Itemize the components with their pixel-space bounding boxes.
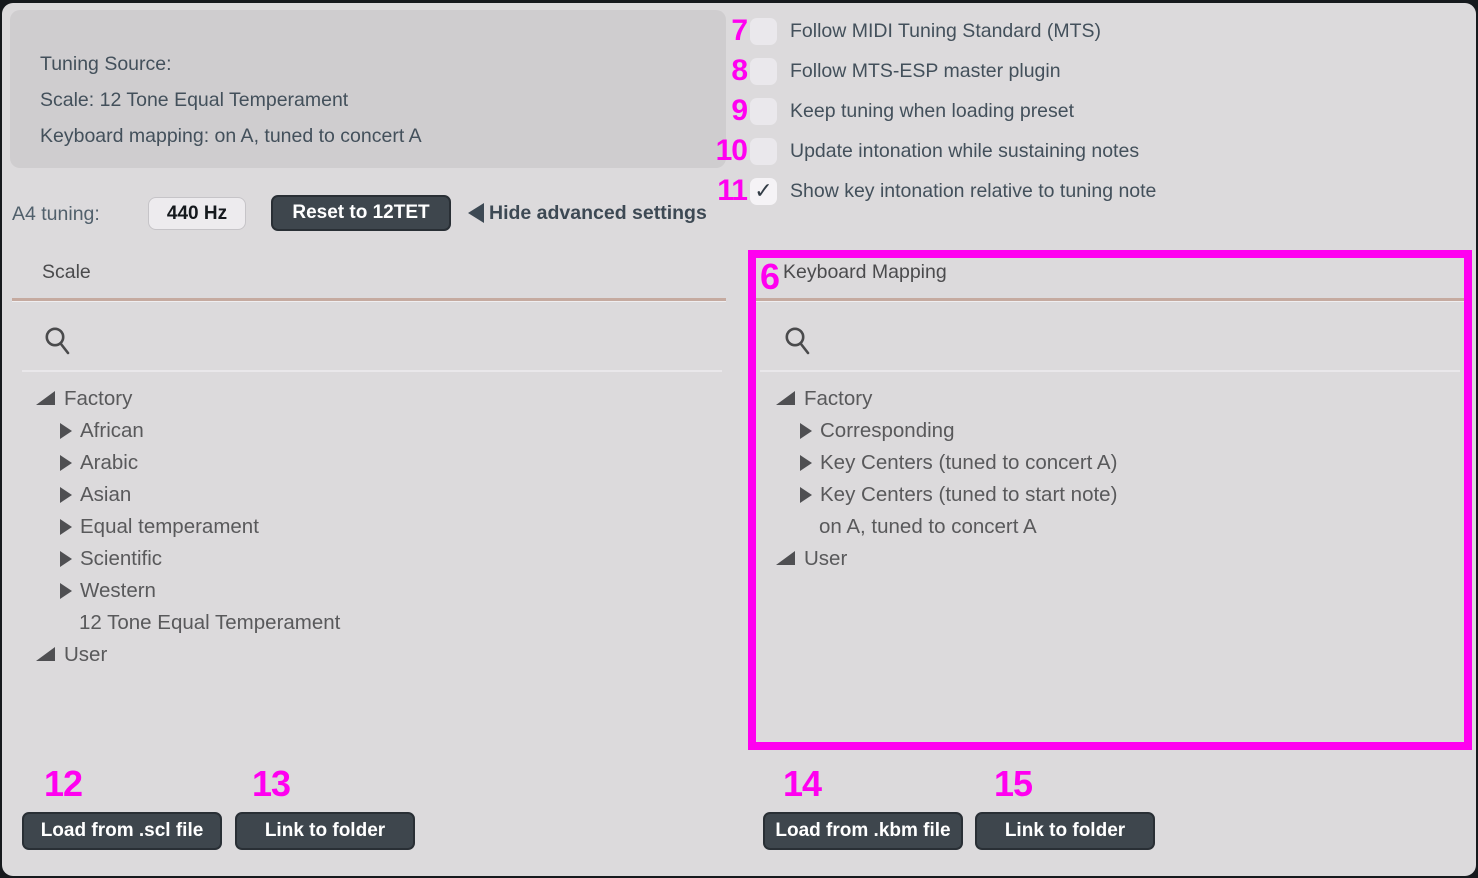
som-mark-13: 13 (252, 763, 291, 804)
checkbox-keep-tuning[interactable] (750, 97, 777, 125)
tree-item-mapping-key-centers-start-note[interactable]: Key Centers (tuned to start note) (800, 479, 1117, 511)
tree-expanded-icon (36, 391, 55, 405)
tree-item-label: User (64, 643, 108, 666)
tree-item-label: on A, tuned to concert A (819, 515, 1037, 538)
checkbox-label-keep-tuning: Keep tuning when loading preset (790, 99, 1075, 122)
tree-collapsed-icon (60, 519, 72, 535)
tree-item-label: User (804, 547, 848, 570)
tree-item-label: Scientific (80, 547, 163, 570)
tree-item-mapping-corresponding[interactable]: Corresponding (800, 415, 954, 447)
mapping-link-folder-button[interactable]: Link to folder (975, 812, 1155, 850)
tree-item-label: Arabic (80, 451, 139, 474)
scale-panel-title: Scale (42, 261, 91, 283)
checkbox-show-key-intonation[interactable]: ✓ (750, 177, 777, 205)
tree-collapsed-icon (800, 487, 812, 503)
load-scl-button[interactable]: Load from .scl file (22, 812, 222, 850)
tree-item-label: Factory (804, 387, 873, 410)
mapping-panel-title: Keyboard Mapping (783, 261, 947, 283)
tuning-source-scale: Scale: 12 Tone Equal Temperament (40, 89, 349, 111)
option-row-keep-tuning: 9 Keep tuning when loading preset (689, 93, 1074, 129)
tree-item-label: Key Centers (tuned to start note) (820, 483, 1118, 506)
search-icon[interactable] (784, 326, 814, 360)
scale-panel-divider (12, 298, 726, 302)
som-mark-10: 10 (715, 134, 748, 167)
tree-collapsed-icon (60, 551, 72, 567)
som-mark-12: 12 (44, 763, 83, 804)
checkbox-update-intonation[interactable] (750, 137, 777, 165)
option-row-mts-esp: 8 Follow MTS-ESP master plugin (689, 53, 1061, 89)
tree-collapsed-icon (800, 455, 812, 471)
tree-item-scale-african[interactable]: African (60, 415, 144, 447)
tree-item-label: Equal temperament (80, 515, 259, 538)
som-mark-15: 15 (994, 763, 1033, 804)
tree-item-scale-arabic[interactable]: Arabic (60, 447, 138, 479)
a4-tuning-input[interactable]: 440 Hz (148, 197, 246, 230)
tree-item-label: 12 Tone Equal Temperament (79, 611, 341, 634)
a4-tuning-row: A4 tuning: 440 Hz Reset to 12TET Hide ad… (12, 195, 707, 233)
scale-link-folder-button[interactable]: Link to folder (235, 812, 415, 850)
tree-collapsed-icon (60, 583, 72, 599)
scale-search-divider (22, 370, 722, 372)
checkbox-label-follow-mts-esp: Follow MTS-ESP master plugin (790, 59, 1061, 82)
tree-collapsed-icon (800, 423, 812, 439)
option-row-show-key-intonation: 11 ✓ Show key intonation relative to tun… (689, 173, 1156, 209)
tree-item-mapping-user[interactable]: User (776, 543, 847, 575)
load-kbm-button[interactable]: Load from .kbm file (763, 812, 963, 850)
tree-item-mapping-on-a-concert-a[interactable]: on A, tuned to concert A (819, 511, 1037, 543)
reset-12tet-button[interactable]: Reset to 12TET (271, 195, 451, 231)
tuning-source-mapping: Keyboard mapping: on A, tuned to concert… (40, 125, 422, 147)
som-mark-14: 14 (783, 763, 822, 804)
mapping-panel-divider (752, 298, 1464, 302)
search-icon[interactable] (44, 326, 74, 360)
tree-collapsed-icon (60, 487, 72, 503)
checkbox-follow-mts-esp[interactable] (750, 57, 777, 85)
tree-item-label: Factory (64, 387, 133, 410)
checkbox-label-show-key-intonation: Show key intonation relative to tuning n… (790, 179, 1157, 202)
check-icon: ✓ (754, 178, 773, 203)
tree-item-scale-western[interactable]: Western (60, 575, 156, 607)
tree-item-scale-12tet[interactable]: 12 Tone Equal Temperament (79, 607, 340, 639)
tree-item-label: Western (80, 579, 156, 602)
tree-expanded-icon (776, 551, 795, 565)
som-mark-8: 8 (731, 54, 748, 87)
tree-item-scale-asian[interactable]: Asian (60, 479, 131, 511)
tree-collapsed-icon (60, 455, 72, 471)
tuning-source-heading: Tuning Source: (40, 53, 172, 75)
som-mark-11: 11 (717, 174, 748, 207)
som-mark-7: 7 (731, 14, 748, 47)
tree-item-scale-scientific[interactable]: Scientific (60, 543, 162, 575)
tree-expanded-icon (776, 391, 795, 405)
option-row-update-intonation: 10 Update intonation while sustaining no… (689, 133, 1139, 169)
tree-item-label: Asian (80, 483, 132, 506)
tree-item-label: Key Centers (tuned to concert A) (820, 451, 1118, 474)
tree-item-scale-user[interactable]: User (36, 639, 107, 671)
tree-item-scale-equal-temperament[interactable]: Equal temperament (60, 511, 259, 543)
som-mark-6: 6 (760, 256, 780, 297)
hide-advanced-settings-toggle[interactable]: Hide advanced settings (468, 195, 707, 231)
tree-item-mapping-key-centers-concert-a[interactable]: Key Centers (tuned to concert A) (800, 447, 1117, 479)
tree-item-scale-factory[interactable]: Factory (36, 383, 132, 415)
som-mark-9: 9 (731, 94, 748, 127)
tree-item-label: Corresponding (820, 419, 955, 442)
tree-item-mapping-factory[interactable]: Factory (776, 383, 872, 415)
som-highlight-box-6 (748, 250, 1472, 750)
tree-expanded-icon (36, 647, 55, 661)
mapping-search-divider (760, 370, 1460, 372)
triangle-left-icon (468, 203, 484, 223)
tree-collapsed-icon (60, 423, 72, 439)
checkbox-follow-mts[interactable] (750, 17, 777, 45)
tuning-editor-window: Tuning Source: Scale: 12 Tone Equal Temp… (2, 3, 1476, 876)
tree-item-label: African (80, 419, 144, 442)
a4-tuning-label: A4 tuning: (12, 202, 100, 225)
tuning-source-panel: Tuning Source: Scale: 12 Tone Equal Temp… (10, 10, 726, 168)
hide-advanced-settings-label: Hide advanced settings (489, 201, 707, 224)
checkbox-label-follow-mts: Follow MIDI Tuning Standard (MTS) (790, 19, 1102, 42)
option-row-follow-mts: 7 Follow MIDI Tuning Standard (MTS) (689, 13, 1101, 49)
checkbox-label-update-intonation: Update intonation while sustaining notes (790, 139, 1140, 162)
